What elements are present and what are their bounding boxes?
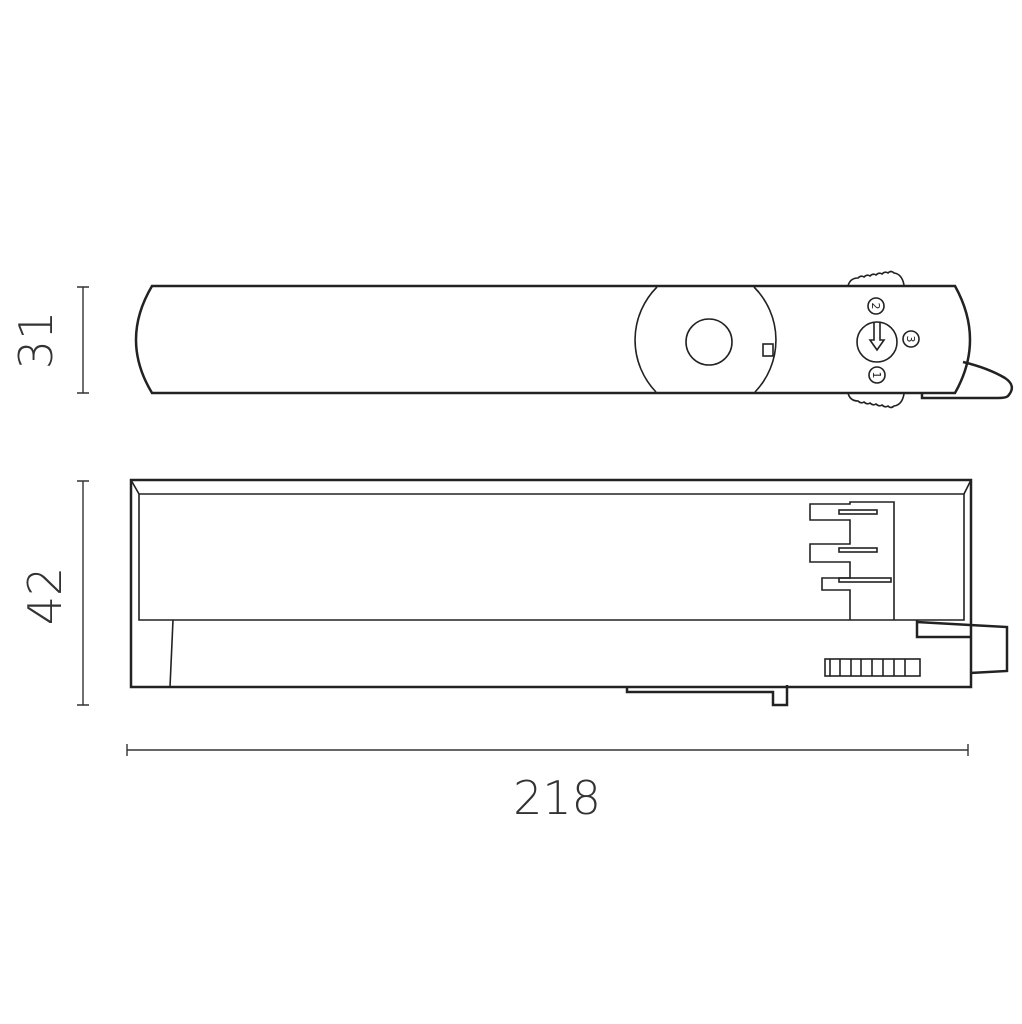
position-1-marker [868, 366, 886, 384]
dimension-label-42: 42 [18, 567, 72, 626]
dimension-42: 42 [18, 480, 89, 706]
knurled-wheel-bottom [847, 392, 905, 409]
vent-grille [824, 658, 921, 677]
contact-block [809, 501, 895, 620]
knurled-wheel-top [847, 270, 905, 287]
dimension-31: 31 [9, 286, 89, 394]
clip-hook [920, 360, 1014, 400]
position-3-label: 3 [904, 336, 917, 343]
position-3-marker [902, 330, 920, 348]
rotating-disc [634, 286, 777, 393]
position-1-label: 1 [870, 372, 883, 379]
dimension-label-31: 31 [9, 311, 63, 370]
contact-1 [838, 509, 878, 515]
front-slant-line [169, 619, 174, 688]
disc-marker [762, 343, 774, 357]
front-inner-panel [130, 479, 972, 621]
arrow-down-icon [868, 323, 886, 352]
position-2-label: 2 [869, 303, 882, 310]
dimension-218: 218 [126, 744, 969, 825]
contact-2 [838, 547, 878, 553]
connector [915, 620, 1009, 675]
selector-dial [856, 321, 898, 363]
top-body [134, 284, 972, 395]
center-hole [685, 318, 733, 366]
front-body [129, 478, 973, 689]
position-2-marker [867, 297, 885, 315]
bottom-tab [625, 685, 789, 707]
front-view [129, 478, 1009, 707]
dimension-label-218: 218 [513, 771, 601, 825]
top-view: 2 3 1 [134, 270, 1014, 409]
contact-3 [838, 577, 892, 583]
